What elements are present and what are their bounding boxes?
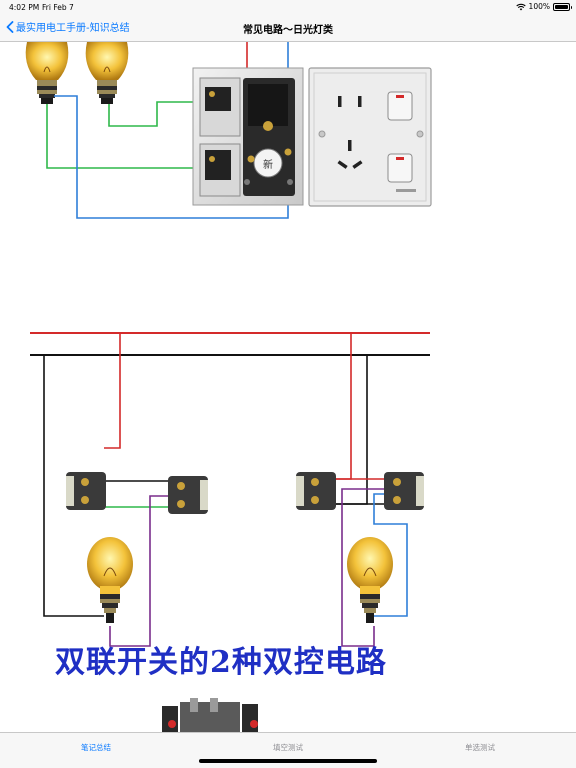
status-right: 100% <box>515 2 572 11</box>
bulb-icon <box>25 42 69 104</box>
socket-badge-text: 新 <box>263 158 273 171</box>
double-control-circuit-diagram <box>30 332 430 647</box>
content-scroll-view[interactable]: 新 <box>0 42 576 732</box>
bulb-icon <box>347 537 393 623</box>
battery-icon <box>553 2 572 11</box>
diagram-caption: 双联开关的2种双控电路 <box>55 645 387 680</box>
fluorescent-switch-socket-diagram: 新 <box>25 42 432 219</box>
bulb-icon <box>87 537 133 623</box>
page-title: 常见电路～日光灯类 <box>243 25 333 36</box>
switch-icon <box>296 472 336 510</box>
chevron-left-icon <box>6 20 14 33</box>
home-indicator[interactable] <box>199 759 377 763</box>
status-time: 4:02 PM <box>9 3 40 12</box>
status-bar: 4:02 PM Fri Feb 7 100% <box>0 0 576 14</box>
battery-percent: 100% <box>528 2 550 11</box>
status-date: Fri Feb 7 <box>42 3 74 12</box>
switch-icon <box>168 476 208 514</box>
tab-single-choice-test[interactable]: 单选测试 <box>465 743 495 752</box>
switch-icon <box>384 472 424 510</box>
tab-notes[interactable]: 笔记总结 <box>81 743 111 752</box>
back-button[interactable]: 最实用电工手册-知识总结 <box>6 19 130 34</box>
tab-fill-blank-test[interactable]: 填空测试 <box>273 743 303 752</box>
bulb-icon <box>85 42 129 104</box>
back-label: 最实用电工手册-知识总结 <box>16 23 130 34</box>
switch-icon <box>66 472 106 510</box>
wall-socket-plate <box>308 67 432 207</box>
nav-bar: 最实用电工手册-知识总结 常见电路～日光灯类 <box>0 14 576 42</box>
next-diagram-partial <box>162 698 258 732</box>
wifi-icon <box>515 3 526 10</box>
